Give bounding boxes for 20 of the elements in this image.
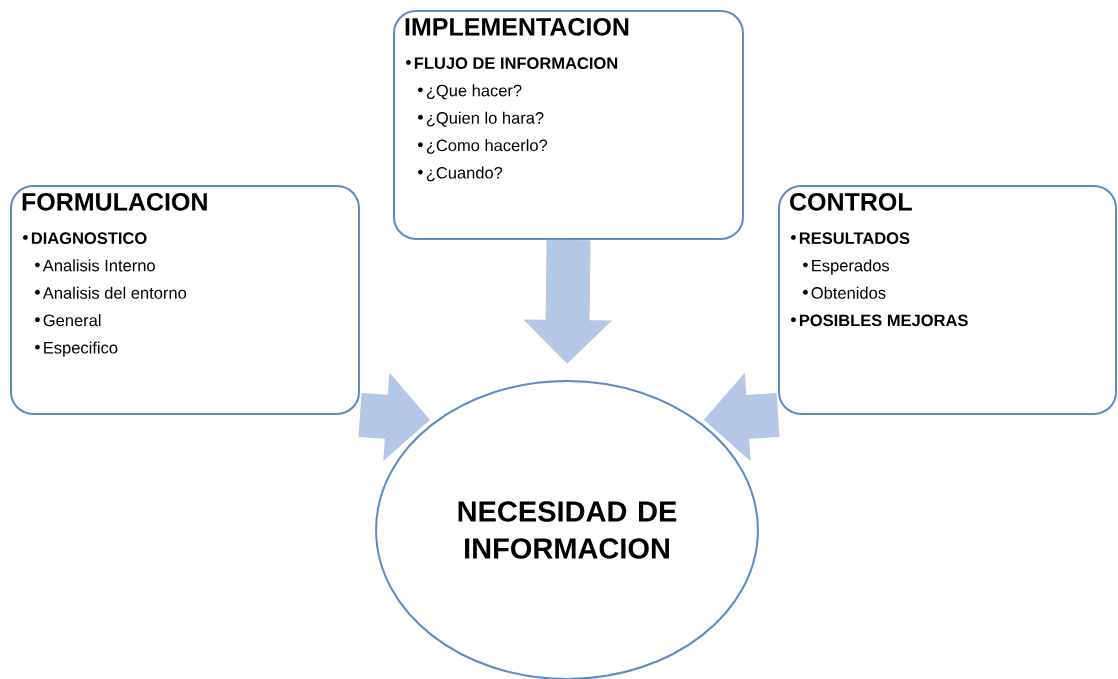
bullet-item: RESULTADOS (799, 232, 910, 244)
bullet-item: POSIBLES MEJORAS (799, 314, 968, 327)
bullet-item: ¿Cuando? (426, 166, 503, 182)
bullet-item: General (43, 314, 101, 327)
rounded-box (778, 185, 1117, 415)
bullet-item: FLUJO DE INFORMACION (414, 57, 618, 69)
bullet-item: Especifico (44, 341, 118, 357)
bullet-item: ¿Que hacer? (426, 84, 522, 100)
box-heading: IMPLEMENTACION (405, 18, 629, 36)
box-heading: CONTROL (790, 193, 912, 211)
bullet-item: Esperados (812, 259, 890, 275)
bullet-item: Analisis del entorno (42, 286, 187, 299)
box-heading: FORMULACION (22, 193, 207, 211)
bullet-item: Analisis Interno (42, 259, 155, 272)
bullet-item: Obtenidos (811, 286, 886, 299)
rounded-box (10, 185, 360, 415)
bullet-item: DIAGNOSTICO (31, 232, 147, 244)
rounded-box (393, 10, 744, 240)
bullet-item: ¿Como hacerlo? (426, 139, 548, 154)
bullet-item: ¿Quien lo hara? (426, 111, 544, 127)
